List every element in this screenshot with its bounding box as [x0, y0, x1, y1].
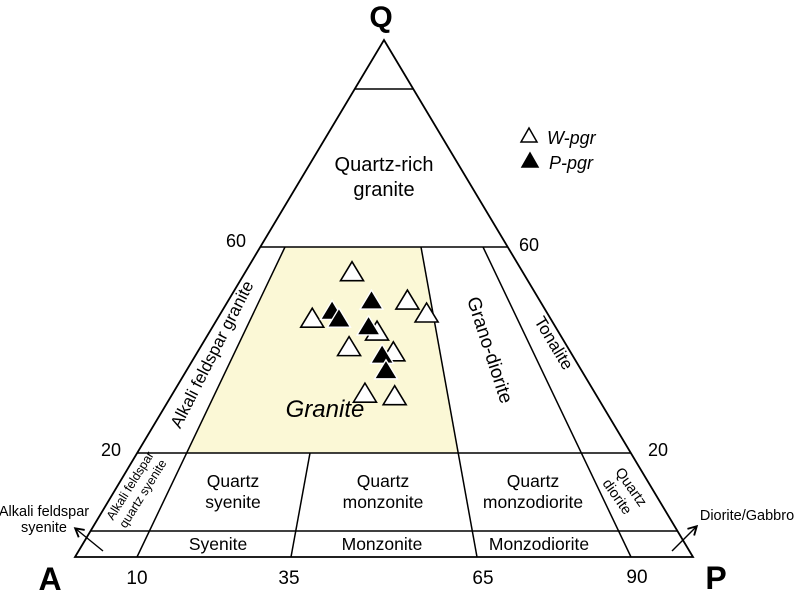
field-quartz-monzodiorite-line1: Quartz	[507, 471, 560, 491]
legend: W-pgr P-pgr	[519, 126, 597, 173]
field-quartz-monzonite-line1: Quartz	[357, 471, 410, 491]
ternary-triangle-outline	[73, 38, 695, 558]
tick-q60-right: 60	[519, 235, 539, 255]
tick-base-10: 10	[126, 568, 147, 589]
field-syenite: Syenite	[189, 534, 247, 554]
legend-filled-triangle-icon	[520, 151, 540, 168]
corner-label-p: P	[705, 560, 726, 592]
legend-label-p-pgr: P-pgr	[549, 153, 594, 173]
field-monzodiorite: Monzodiorite	[489, 534, 589, 554]
data-point-filled-triangle	[358, 288, 385, 310]
data-point-filled-triangle	[369, 343, 395, 365]
data-point-open-triangle	[381, 384, 408, 406]
data-point-open-triangle	[352, 381, 378, 403]
label-alkali-feldspar-syenite-line2: syenite	[21, 520, 67, 536]
tick-base-35: 35	[278, 568, 299, 589]
ap90-line	[482, 246, 632, 558]
tick-q60-left: 60	[226, 231, 246, 251]
field-granite: Granite	[286, 396, 365, 423]
corner-label-a: A	[38, 561, 61, 592]
field-quartz-syenite-line1: Quartz	[207, 471, 260, 491]
apex-label-q: Q	[369, 1, 392, 34]
field-quartz-syenite-line2: syenite	[205, 492, 260, 512]
tick-q20-left: 20	[101, 440, 121, 460]
data-points-group	[299, 260, 440, 406]
data-point-filled-triangle	[373, 358, 399, 380]
ap65-line	[420, 246, 478, 558]
tick-base-90: 90	[626, 567, 647, 588]
data-point-filled-triangle	[326, 306, 352, 328]
data-point-open-triangle	[413, 301, 440, 323]
legend-label-w-pgr: W-pgr	[547, 128, 597, 148]
alkali-feldspar-syenite-arrow	[73, 527, 104, 552]
field-quartz-monzonite-line2: monzonite	[343, 492, 424, 512]
ap35-line	[290, 452, 311, 558]
tick-base-65: 65	[472, 568, 493, 589]
data-point-filled-triangle	[355, 314, 382, 336]
data-point-open-triangle	[336, 335, 362, 357]
legend-open-triangle-icon	[519, 126, 539, 143]
data-point-open-triangle	[299, 306, 326, 328]
field-quartz-monzodiorite-line2: monzodiorite	[483, 492, 583, 512]
ap10-line	[136, 246, 286, 558]
tick-q20-right: 20	[648, 440, 668, 460]
data-point-open-triangle	[339, 260, 365, 282]
field-quartz-rich-granite-line2: granite	[353, 179, 414, 201]
label-alkali-feldspar-syenite-line1: Alkali feldspar	[0, 504, 89, 520]
label-diorite-gabbro: Diorite/Gabbro	[700, 508, 794, 524]
diorite-gabbro-arrow	[671, 524, 699, 552]
data-point-open-triangle	[394, 288, 421, 310]
field-monzonite: Monzonite	[342, 534, 423, 554]
field-quartz-rich-granite-line1: Quartz-rich	[335, 154, 434, 176]
